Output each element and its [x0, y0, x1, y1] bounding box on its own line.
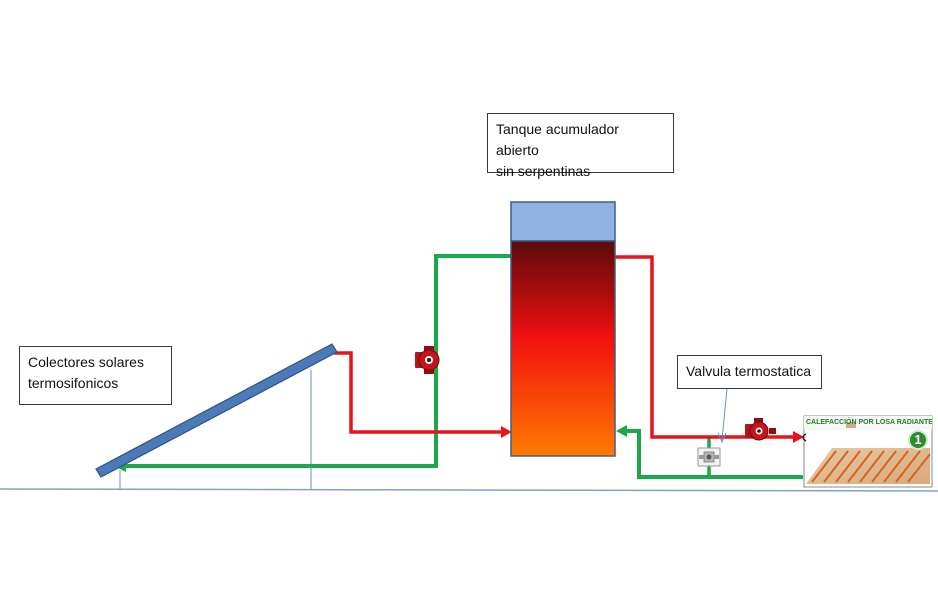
- hot-pipe-tank-to-floor: [614, 255, 795, 439]
- floor-panel-title: CALEFACCIÓN POR LOSA RADIANTE: [806, 419, 932, 426]
- hot-pipe-collector-to-tank: [334, 351, 503, 434]
- thermostatic-valve-icon: [697, 447, 721, 467]
- arrow-into-floor: [793, 431, 804, 443]
- floor-panel-number-badge: 1: [908, 430, 928, 450]
- storage-tank: [510, 201, 616, 457]
- collectors-label: Colectores solares termosifonicos: [19, 346, 172, 405]
- ground-line: [0, 488, 938, 492]
- hot-pipes: [334, 255, 795, 439]
- radiant-floor-panel: [802, 415, 933, 488]
- arrow-into-tank: [501, 426, 512, 438]
- tank-top-air: [510, 201, 616, 242]
- pump-icon: [745, 418, 776, 441]
- tank-label: Tanque acumulador abierto sin serpentina…: [487, 113, 674, 179]
- valve-callout-arrow: [717, 432, 727, 444]
- cold-pipe-from-floor: [624, 429, 803, 479]
- tank-water-gradient: [510, 240, 616, 457]
- valve-label: Valvula termostatica: [677, 355, 822, 389]
- arrow-to-tank-return: [616, 425, 627, 437]
- solar-collector-panel: [95, 343, 338, 478]
- pump-icon: [415, 346, 440, 374]
- valve-callout-line: [721, 388, 728, 441]
